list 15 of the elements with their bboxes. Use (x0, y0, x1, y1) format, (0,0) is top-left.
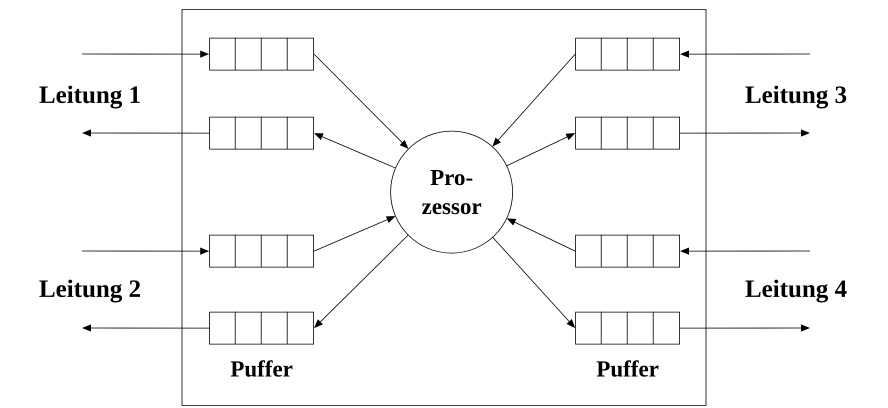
buffer-queue (575, 311, 680, 345)
line-label: Leitung 2 (39, 280, 140, 302)
line-label: Leitung 3 (745, 86, 846, 108)
buffer-caption: Puffer (230, 360, 292, 377)
router-frame (182, 9, 706, 406)
buffer-queue (209, 234, 314, 268)
line-label: Leitung 1 (39, 86, 140, 108)
buffer-queue (209, 116, 314, 150)
buffer-queue (575, 116, 680, 150)
buffer-queue (575, 37, 680, 71)
line-label: Leitung 4 (745, 280, 847, 302)
buffer-queue (575, 234, 680, 268)
buffer-caption: Puffer (596, 360, 658, 377)
buffer-queue (209, 311, 314, 345)
buffer-queue (209, 37, 314, 71)
